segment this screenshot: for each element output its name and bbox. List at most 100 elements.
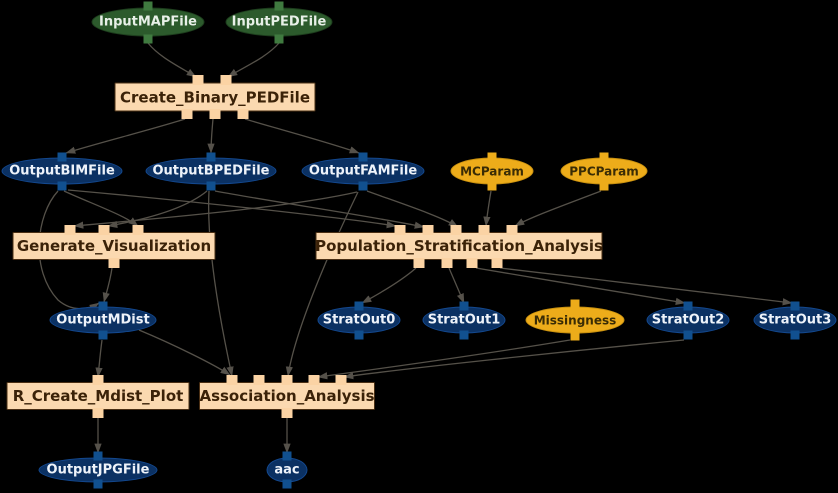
port-StratOut2-top[interactable] — [683, 301, 693, 311]
port-Population_Stratification_Analysis-bottom[interactable] — [441, 258, 453, 268]
node-Missingness[interactable]: Missingness — [525, 306, 625, 334]
port-StratOut3-top[interactable] — [790, 301, 800, 311]
node-label: MCParam — [460, 164, 524, 178]
node-InputMAPFile[interactable]: InputMAPFile — [91, 7, 205, 37]
node-StratOut2[interactable]: StratOut2 — [646, 306, 730, 334]
node-label: InputMAPFile — [98, 14, 197, 30]
node-OutputBIMFile[interactable]: OutputBIMFile — [1, 157, 123, 185]
node-OutputFAMFile[interactable]: OutputFAMFile — [301, 157, 425, 185]
port-Missingness-bottom[interactable] — [570, 331, 580, 341]
port-Generate_Visualization-top[interactable] — [98, 225, 110, 235]
node-label: PPCParam — [569, 164, 639, 178]
port-Population_Stratification_Analysis-bottom[interactable] — [466, 258, 478, 268]
port-StratOut1-bottom[interactable] — [459, 330, 469, 340]
port-InputMAPFile-bottom[interactable] — [143, 34, 153, 44]
edge-OutputBIMFile-to-Generate_Visualization — [63, 190, 139, 227]
node-Create_Binary_PEDFile[interactable]: Create_Binary_PEDFile — [114, 82, 316, 112]
node-label: R_Create_Mdist_Plot — [12, 387, 184, 405]
port-Create_Binary_PEDFile-bottom[interactable] — [209, 109, 221, 119]
node-StratOut1[interactable]: StratOut1 — [422, 306, 506, 334]
port-OutputBPEDFile-bottom[interactable] — [206, 181, 216, 191]
port-Create_Binary_PEDFile-top[interactable] — [192, 75, 204, 85]
port-Association_Analysis-top[interactable] — [281, 375, 293, 385]
port-InputPEDFile-bottom[interactable] — [274, 34, 284, 44]
node-label: Create_Binary_PEDFile — [120, 88, 310, 106]
port-MCParam-bottom[interactable] — [487, 181, 497, 191]
port-Association_Analysis-top[interactable] — [253, 375, 265, 385]
port-R_Create_Mdist_Plot-top[interactable] — [92, 375, 104, 385]
node-label: StratOut1 — [427, 312, 501, 328]
node-PPCParam[interactable]: PPCParam — [560, 157, 648, 185]
port-Create_Binary_PEDFile-bottom[interactable] — [237, 109, 249, 119]
node-R_Create_Mdist_Plot[interactable]: R_Create_Mdist_Plot — [6, 382, 190, 410]
port-InputPEDFile-top[interactable] — [274, 1, 284, 11]
port-OutputJPGFile-top[interactable] — [93, 451, 103, 461]
port-OutputBIMFile-bottom[interactable] — [57, 181, 67, 191]
port-Population_Stratification_Analysis-top[interactable] — [478, 225, 490, 235]
node-Population_Stratification_Analysis[interactable]: Population_Stratification_Analysis — [315, 232, 603, 260]
port-OutputMDist-bottom[interactable] — [98, 330, 108, 340]
node-OutputBPEDFile[interactable]: OutputBPEDFile — [145, 157, 277, 185]
edge-Population_Stratification_Analysis-to-StratOut1 — [448, 267, 465, 304]
port-Population_Stratification_Analysis-bottom[interactable] — [491, 258, 503, 268]
port-Generate_Visualization-bottom[interactable] — [108, 258, 120, 268]
edge-OutputFAMFile-to-Association_Analysis — [285, 191, 359, 377]
edge-Population_Stratification_Analysis-to-StratOut0 — [361, 267, 417, 304]
node-MCParam[interactable]: MCParam — [450, 157, 534, 185]
port-Association_Analysis-bottom[interactable] — [281, 408, 293, 418]
node-label: InputPEDFile — [231, 14, 327, 30]
port-StratOut3-bottom[interactable] — [790, 330, 800, 340]
port-StratOut1-top[interactable] — [459, 301, 469, 311]
port-PPCParam-bottom[interactable] — [599, 181, 609, 191]
port-R_Create_Mdist_Plot-bottom[interactable] — [92, 408, 104, 418]
edge-InputPEDFile-to-Create_Binary_PEDFile — [227, 42, 280, 78]
port-Generate_Visualization-top[interactable] — [132, 225, 144, 235]
node-Association_Analysis[interactable]: Association_Analysis — [199, 382, 375, 410]
port-OutputJPGFile-bottom[interactable] — [93, 479, 103, 489]
port-Population_Stratification_Analysis-bottom[interactable] — [413, 258, 425, 268]
port-StratOut2-bottom[interactable] — [683, 330, 693, 340]
edge-OutputMDist-to-Association_Analysis — [138, 329, 231, 376]
port-aac-bottom[interactable] — [282, 479, 292, 489]
node-StratOut3[interactable]: StratOut3 — [753, 306, 837, 334]
port-Population_Stratification_Analysis-top[interactable] — [394, 225, 406, 235]
node-InputPEDFile[interactable]: InputPEDFile — [225, 7, 333, 37]
port-Association_Analysis-top[interactable] — [226, 375, 238, 385]
port-OutputFAMFile-bottom[interactable] — [358, 181, 368, 191]
port-OutputMDist-top[interactable] — [98, 301, 108, 311]
port-aac-top[interactable] — [282, 451, 292, 461]
edge-InputMAPFile-to-Create_Binary_PEDFile — [147, 42, 197, 78]
port-OutputFAMFile-top[interactable] — [358, 152, 368, 162]
node-label: OutputMDist — [56, 312, 150, 328]
port-Association_Analysis-top[interactable] — [335, 375, 347, 385]
edge-OutputBPEDFile-to-Association_Analysis — [207, 190, 234, 377]
port-OutputBPEDFile-top[interactable] — [206, 152, 216, 162]
node-StratOut0[interactable]: StratOut0 — [317, 306, 401, 334]
port-InputMAPFile-top[interactable] — [143, 1, 153, 11]
port-Create_Binary_PEDFile-top[interactable] — [220, 75, 232, 85]
edge-Missingness-to-Association_Analysis — [317, 339, 571, 380]
node-label: Missingness — [533, 313, 617, 327]
node-OutputMDist[interactable]: OutputMDist — [49, 306, 157, 334]
port-OutputBIMFile-top[interactable] — [57, 152, 67, 162]
port-Generate_Visualization-top[interactable] — [64, 225, 76, 235]
port-Population_Stratification_Analysis-top[interactable] — [422, 225, 434, 235]
port-PPCParam-top[interactable] — [599, 152, 609, 162]
node-label: OutputBIMFile — [9, 163, 115, 179]
edge-OutputFAMFile-to-Generate_Visualization — [73, 191, 358, 229]
port-StratOut0-top[interactable] — [354, 301, 364, 311]
port-Missingness-top[interactable] — [570, 299, 580, 309]
port-MCParam-top[interactable] — [487, 152, 497, 162]
port-Create_Binary_PEDFile-bottom[interactable] — [181, 109, 193, 119]
edge-OutputFAMFile-to-Population_Stratification_Analysis — [366, 190, 459, 228]
port-Population_Stratification_Analysis-top[interactable] — [450, 225, 462, 235]
port-Association_Analysis-top[interactable] — [308, 375, 320, 385]
node-label: Population_Stratification_Analysis — [315, 237, 603, 255]
node-label: OutputBPEDFile — [152, 163, 270, 179]
port-StratOut0-bottom[interactable] — [354, 330, 364, 340]
node-Generate_Visualization[interactable]: Generate_Visualization — [12, 232, 216, 260]
node-label: Association_Analysis — [199, 387, 375, 405]
port-Population_Stratification_Analysis-top[interactable] — [506, 225, 518, 235]
edge-MCParam-to-Population_Stratification_Analysis — [483, 190, 492, 227]
